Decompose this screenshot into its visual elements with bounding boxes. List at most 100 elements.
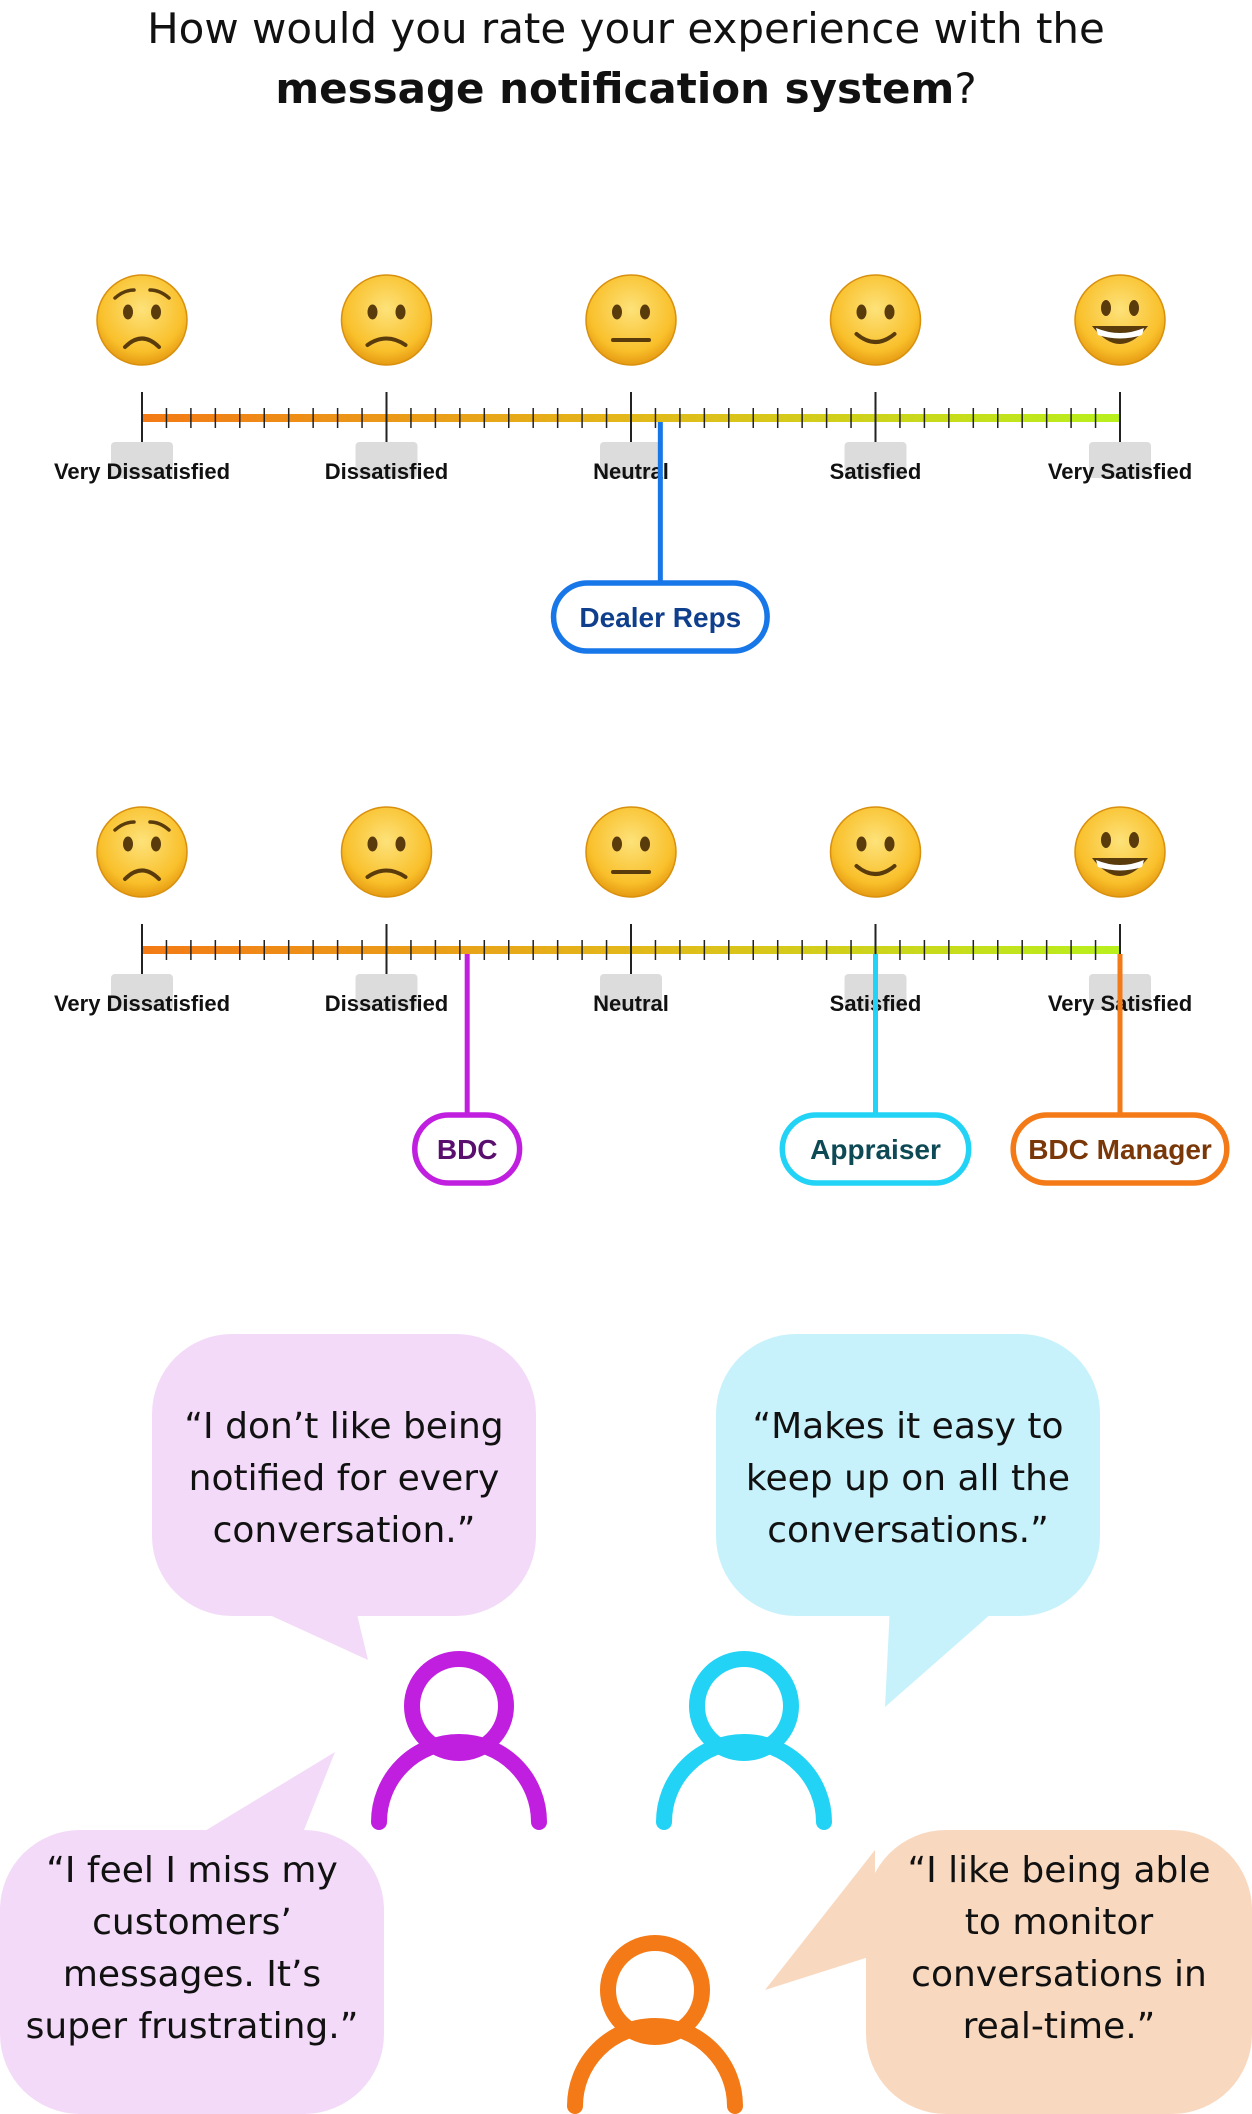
face-eye: [1101, 300, 1111, 316]
marker-pill: [550, 580, 770, 654]
face-disc: [1074, 274, 1166, 366]
tick-highlight: [111, 442, 173, 478]
marker-label: BDC: [437, 1134, 498, 1165]
face-disc: [829, 806, 922, 898]
marker-bdc: BDC: [412, 954, 523, 1186]
face-eye: [151, 836, 161, 852]
slightly-frowning-face-icon: [340, 274, 433, 366]
marker-dealer-reps: Dealer Reps: [550, 422, 770, 654]
bubble-body: [0, 1830, 384, 2114]
user-head: [404, 1651, 514, 1761]
face-disc: [96, 806, 188, 898]
question-line-2: message notification system?: [0, 64, 1252, 113]
quote-appraiser: “Makes it easy to keep up on all the conve…: [716, 1334, 1100, 1707]
face-eye: [612, 304, 622, 320]
face-mouth: [123, 868, 161, 881]
bubble-text-line: “I don’t like being: [184, 1406, 503, 1447]
bubble-tail: [765, 1850, 875, 1990]
bubble-text-line: conversations.”: [767, 1510, 1049, 1551]
face-disc: [585, 274, 677, 366]
face-eye: [123, 304, 133, 320]
face-eye: [640, 304, 650, 320]
grinning-face-icon: [1074, 806, 1166, 898]
face-brow: [148, 288, 171, 300]
question-line-1: How would you rate your experience with …: [147, 4, 1105, 53]
bubble-text-line: super frustrating.”: [26, 2006, 359, 2047]
bubble-tail: [250, 1606, 368, 1660]
slightly-frowning-face-icon: [340, 806, 433, 898]
bubble-body: [152, 1334, 536, 1616]
tick-highlight: [111, 974, 173, 1010]
face-disc: [829, 274, 922, 366]
face-mouth: [854, 864, 897, 876]
face-brow: [113, 820, 136, 832]
grinning-face-icon: [1074, 274, 1166, 366]
face-mouth: [854, 332, 897, 344]
user-icon-bdc: [371, 1651, 547, 1830]
tick-highlight: [600, 974, 662, 1010]
marker-label: Dealer Reps: [579, 602, 741, 633]
face-teeth: [1096, 860, 1144, 871]
bubble-text-line: customers’: [92, 1902, 292, 1943]
worried-face-icon: [96, 806, 188, 898]
tick-highlight: [844, 442, 907, 478]
bubble-tail: [885, 1606, 1000, 1707]
bubble-tail: [190, 1752, 335, 1840]
tick-highlight: [355, 974, 418, 1010]
minor-ticks: [165, 940, 1097, 960]
user-icon-bdc-manager: [567, 1935, 743, 2114]
bubble-text-line: conversation.”: [213, 1510, 476, 1551]
bubble-text-line: messages. It’s: [63, 1954, 321, 1995]
rating-scale-2: Very DissatisfiedDissatisfiedNeutralSati…: [54, 806, 1230, 1186]
user-shoulders: [567, 2018, 743, 2114]
bubble-body: [866, 1830, 1252, 2114]
face-eye: [367, 304, 378, 320]
face-eye: [884, 836, 895, 852]
neutral-face-icon: [585, 274, 677, 366]
face-eye: [612, 836, 622, 852]
face-brow: [113, 288, 136, 300]
question-emphasis: message notification system: [275, 64, 955, 113]
bubble-text-line: notified for every: [189, 1458, 500, 1499]
marker-pill: [1010, 1112, 1230, 1186]
face-eye: [123, 836, 133, 852]
face-teeth: [1096, 328, 1144, 339]
face-eye: [640, 836, 650, 852]
neutral-face-icon: [585, 806, 677, 898]
bubble-text-line: keep up on all the: [746, 1458, 1070, 1499]
face-eye: [395, 836, 406, 852]
tick-highlight: [355, 442, 418, 478]
tick-highlight: [1089, 442, 1151, 478]
face-eye: [856, 836, 867, 852]
face-mouth: [365, 336, 408, 347]
tick-highlight: [600, 442, 662, 478]
worried-face-icon: [96, 274, 188, 366]
bubble-text-line: “I feel I miss my: [46, 1850, 338, 1891]
bubble-text-line: “Makes it easy to: [752, 1406, 1063, 1447]
scale-label: Very Dissatisfied: [54, 459, 230, 484]
minor-ticks: [165, 408, 1097, 428]
face-eye: [395, 304, 406, 320]
face-disc: [1074, 806, 1166, 898]
quote-bdc-2: “I feel I miss my customers’ messages. It’…: [0, 1752, 384, 2114]
scale-label: Very Satisfied: [1048, 459, 1192, 484]
question-end: ?: [954, 64, 977, 113]
slightly-smiling-face-icon: [829, 274, 922, 366]
face-eye: [151, 304, 161, 320]
marker-bdc-manager: BDC Manager: [1010, 954, 1230, 1186]
user-shoulders: [656, 1734, 832, 1830]
marker-appraiser: Appraiser: [779, 954, 972, 1186]
face-disc: [585, 806, 677, 898]
face-brow: [148, 820, 171, 832]
marker-pill: [412, 1112, 523, 1186]
user-shoulders: [371, 1734, 547, 1830]
bubble-text-line: to monitor: [965, 1902, 1154, 1943]
user-icon-appraiser: [656, 1651, 832, 1830]
bubble-text-line: real-time.”: [963, 2006, 1156, 2047]
scale-label: Neutral: [593, 459, 669, 484]
face-mouth: [123, 336, 161, 349]
